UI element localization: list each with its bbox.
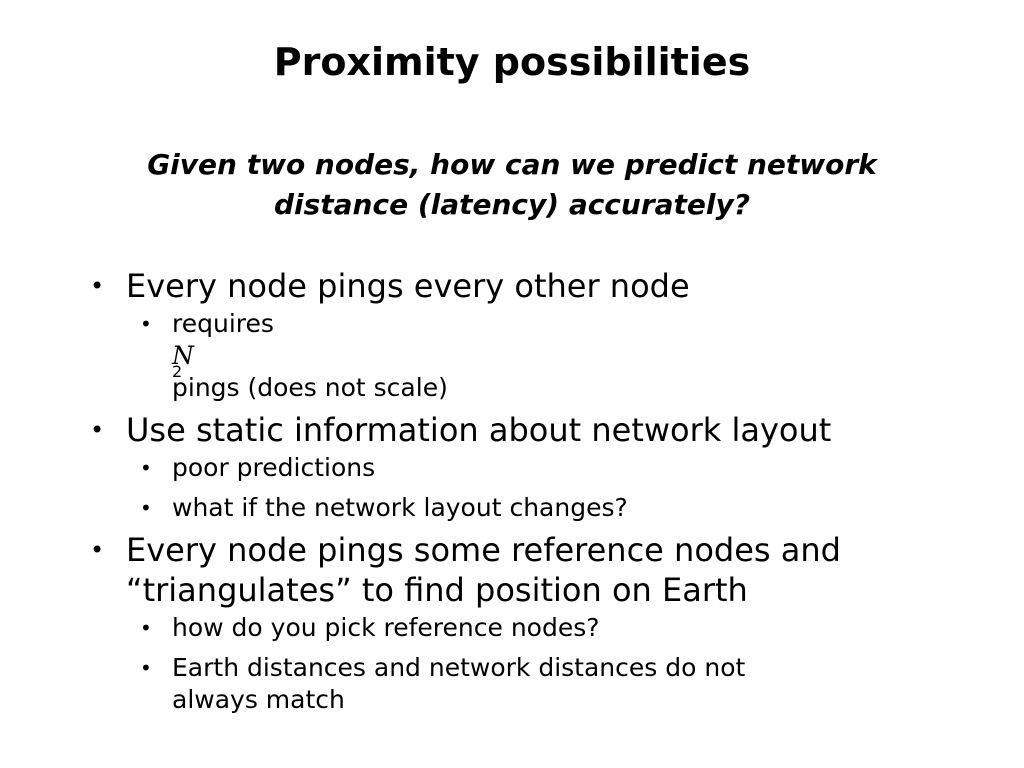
bullet-line: Every node pings some reference nodes an… xyxy=(126,531,841,569)
sub-bullet-item: • Earth distances and network distances … xyxy=(126,652,962,716)
bullet-text: Use static information about network lay… xyxy=(126,410,962,450)
bullet-dot: • xyxy=(90,272,105,300)
bullet-list: • Every node pings every other node • re… xyxy=(82,266,962,716)
sub-bullet-text: poor predictions xyxy=(172,452,962,484)
sub-bullet-text: Earth distances and network distances do… xyxy=(172,652,962,716)
sub-bullet-dot: • xyxy=(140,616,152,640)
sub-bullet-item: • poor predictions xyxy=(126,452,962,484)
slide-subtitle: Given two nodes, how can we predict netw… xyxy=(60,145,964,225)
subtitle-line: distance (latency) accurately? xyxy=(273,188,751,221)
math-variable-n: N xyxy=(172,341,194,370)
bullet-dot: • xyxy=(90,416,105,444)
sub-bullet-dot: • xyxy=(140,456,152,480)
sub-bullet-item: • how do you pick reference nodes? xyxy=(126,612,962,644)
bullet-text: Every node pings some reference nodes an… xyxy=(126,530,962,610)
sub-bullet-prefix: requires xyxy=(172,309,274,338)
sub-bullet-dot: • xyxy=(140,656,152,680)
bullet-line: Every node pings every other node xyxy=(126,267,690,305)
sub-bullet-line: how do you pick reference nodes? xyxy=(172,613,600,642)
sub-bullet-dot: • xyxy=(140,312,152,336)
sub-bullet-list: • how do you pick reference nodes? • Ear… xyxy=(126,612,962,716)
slide-title: Proximity possibilities xyxy=(273,40,751,84)
bullet-line: “triangulates” to find position on Earth xyxy=(126,571,748,609)
sub-bullet-line: always match xyxy=(172,685,345,714)
sub-bullet-item: • what if the network layout changes? xyxy=(126,492,962,524)
bullet-text: Every node pings every other node xyxy=(126,266,962,306)
bullet-line: Use static information about network lay… xyxy=(126,411,832,449)
bullet-item: • Every node pings some reference nodes … xyxy=(82,530,962,716)
sub-bullet-dot: • xyxy=(140,496,152,520)
sub-bullet-line: poor predictions xyxy=(172,453,376,482)
bullet-item: • Use static information about network l… xyxy=(82,410,962,524)
bullet-item: • Every node pings every other node • re… xyxy=(82,266,962,404)
sub-bullet-text: how do you pick reference nodes? xyxy=(172,612,962,644)
subtitle-line: Given two nodes, how can we predict netw… xyxy=(147,148,877,181)
sub-bullet-line: Earth distances and network distances do… xyxy=(172,653,746,682)
sub-bullet-line: what if the network layout changes? xyxy=(172,493,628,522)
sub-bullet-list: • poor predictions • what if the network… xyxy=(126,452,962,524)
bullet-dot: • xyxy=(90,536,105,564)
sub-bullet-suffix: pings (does not scale) xyxy=(172,373,448,402)
sub-bullet-text: what if the network layout changes? xyxy=(172,492,962,524)
